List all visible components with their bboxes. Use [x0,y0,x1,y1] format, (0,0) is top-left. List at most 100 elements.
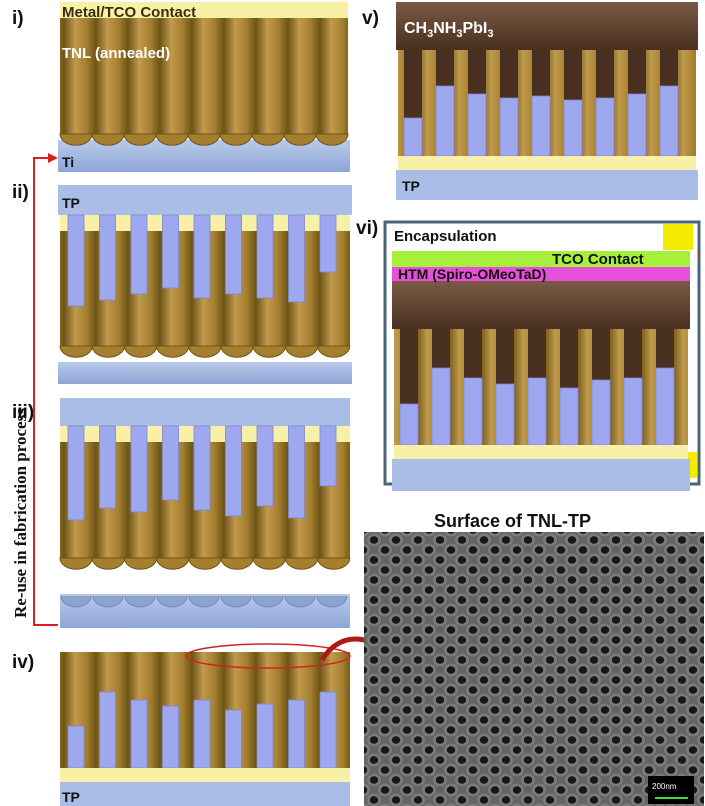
perovskite-column [432,329,450,368]
pore [320,426,336,486]
pore [628,94,646,156]
panel-vi-label: vi) [356,218,378,239]
metal-tco-contact-label: Metal/TCO Contact [62,4,196,21]
tube-bottoms [60,346,350,357]
pore-fills [404,86,678,156]
pore [560,388,578,445]
reuse-arrow [34,153,58,625]
tube-bottoms [60,558,350,569]
scale-bar-label: 200nm [652,782,677,791]
perovskite-column [464,329,482,378]
ti-dimples [61,596,347,607]
pore [289,426,305,518]
pore-fills [68,215,336,306]
perovskite-column [528,329,546,378]
pore [100,692,116,768]
tube-bottom [189,558,221,569]
pore [226,710,242,768]
perovskite-column [468,50,486,94]
perovskite-column [628,50,646,94]
tube-bottom [253,558,285,569]
tube-bottom [189,346,221,357]
pore-fills [68,692,336,768]
pore [68,426,84,520]
pore [131,426,147,512]
tube-bottom [157,558,189,569]
tp-label: TP [62,789,80,805]
pore [320,692,336,768]
perovskite-layer [392,281,690,329]
pore [131,700,147,768]
pore [532,96,550,156]
panel-iv: iv) TP [12,644,350,806]
tube-bottom [92,558,124,569]
pore [257,215,273,298]
pore [436,86,454,156]
pore [592,380,610,445]
ti-label: Ti [62,154,74,170]
panel-iii: iii) [12,398,350,628]
perovskite-column [436,50,454,86]
pore [194,426,210,510]
pore [432,368,450,445]
top-contact-pad [663,224,693,250]
pore [68,215,84,306]
tube-bottom [318,558,350,569]
panel-ii: ii) TP [12,182,352,384]
perovskite-column [560,329,578,388]
pore [289,215,305,302]
pore [194,700,210,768]
pore [163,426,179,500]
pore [400,404,418,445]
reuse-label: Re-use in fabrication process [11,408,30,618]
perovskite-column [496,329,514,384]
perovskite-column [500,50,518,98]
tp-label: TP [402,178,420,194]
tube-bottom [92,346,124,357]
yellow-interface [60,768,350,782]
pore [68,726,84,768]
tp-layer [60,782,350,806]
tube-bottom [60,346,92,357]
tube-bottom [124,346,156,357]
yellow-interface [398,156,696,170]
panel-v: v) CH3NH3PbI3 TP [362,2,698,200]
pore [464,378,482,445]
tube-bottoms [60,134,348,145]
tube-bottom [318,346,350,357]
perovskite-column [400,329,418,404]
tp-label: TP [62,195,80,211]
pore [528,378,546,445]
substrate [58,362,352,384]
pore [226,426,242,516]
perovskite-column [564,50,582,100]
perovskite-column [404,50,422,118]
tube-bottom [285,558,317,569]
yellow-interface [394,445,688,459]
encapsulation-label: Encapsulation [394,228,497,245]
panel-v-label: v) [362,8,379,29]
pore [100,215,116,300]
pore-fills [400,368,674,445]
pore [226,215,242,294]
pore [496,384,514,445]
tube-bottom [124,558,156,569]
pore [131,215,147,294]
panel-iv-label: iv) [12,652,34,673]
pore [660,86,678,156]
perovskite-column [532,50,550,96]
pore [500,98,518,156]
tnl-annealed-label: TNL (annealed) [62,45,170,62]
perovskite-column [592,329,610,380]
panel-i-label: i) [12,8,24,29]
pore [320,215,336,272]
pore [596,98,614,156]
pore [163,215,179,288]
pore [289,700,305,768]
tube-bottom [60,558,92,569]
tco-contact-label: TCO Contact [552,251,644,268]
tp-layer [396,170,698,200]
htm-label: HTM (Spiro-OMeoTaD) [398,266,546,282]
perovskite-column [596,50,614,98]
